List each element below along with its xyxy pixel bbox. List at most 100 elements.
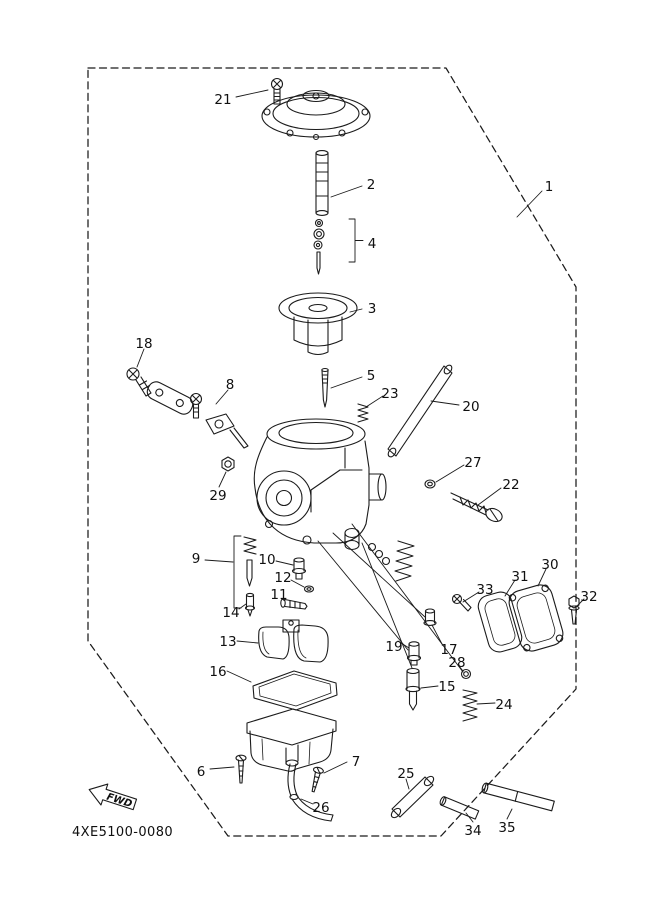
part-nut (221, 456, 235, 472)
part-float-pin-screw (280, 598, 308, 610)
leader-25 (405, 778, 410, 790)
assembly-border (87, 67, 577, 837)
part-cover-screw-33 (451, 593, 472, 612)
callout-31: 31 (511, 569, 528, 585)
part-fuel-hose (390, 775, 435, 819)
part-pilot-screw (450, 492, 503, 523)
leader-29 (218, 471, 227, 488)
part-carburetor-body (253, 418, 387, 551)
callout-7: 7 (352, 754, 361, 770)
leader-34 (465, 812, 474, 823)
callout-2: 2 (367, 177, 376, 193)
leader-22 (477, 487, 502, 506)
leader-18 (136, 348, 145, 368)
part-washer-27 (424, 479, 436, 489)
leader-30 (537, 568, 547, 587)
construction-lines (317, 523, 464, 673)
part-needle-jet-set (233, 535, 257, 609)
parts-drawing (126, 77, 580, 822)
part-cable-bracket (146, 381, 194, 415)
callout-33: 33 (476, 582, 493, 598)
callout-9: 9 (192, 551, 201, 567)
callout-30: 30 (541, 557, 558, 573)
callout-24: 24 (495, 697, 512, 713)
leader-16 (226, 670, 252, 683)
leader-2 (330, 185, 363, 198)
leader-6 (209, 766, 235, 770)
part-bracket-screw (126, 367, 152, 397)
leader-3 (349, 308, 363, 313)
callout-22: 22 (502, 477, 519, 493)
leader-24 (476, 702, 496, 705)
leader-9 (204, 559, 234, 563)
callout-leaders (136, 89, 585, 823)
part-pilot-jet (244, 592, 256, 617)
fwd-label: FWD (105, 792, 133, 811)
callout-34: 34 (464, 823, 481, 839)
leader-12 (290, 579, 305, 588)
leader-13 (236, 640, 259, 644)
callout-15: 15 (438, 679, 455, 695)
part-valve-seat (406, 641, 422, 666)
leader-8 (215, 389, 229, 405)
part-diaphragm-cover (261, 89, 371, 141)
part-spring-24 (462, 689, 478, 722)
leader-5 (330, 376, 363, 389)
part-cover-bolt-32 (568, 595, 580, 625)
part-throttle-spring (394, 540, 415, 582)
part-side-cover (508, 584, 564, 652)
part-spring-small (357, 403, 369, 423)
diagram-code: 4XE5100-0080 (72, 825, 173, 840)
callout-23: 23 (381, 386, 398, 402)
leader-32 (576, 598, 585, 607)
leader-21 (235, 89, 269, 98)
part-drain-hose (287, 763, 334, 822)
callout-1: 1 (545, 179, 554, 195)
leader-19 (397, 640, 410, 649)
callout-28: 28 (448, 655, 465, 671)
part-piston-rod (315, 150, 329, 216)
leader-20 (430, 400, 460, 406)
part-vent-tube (387, 364, 453, 458)
part-cover-gasket (477, 591, 523, 653)
leader-1 (516, 190, 543, 218)
part-starter-lever (189, 392, 249, 449)
callout-14: 14 (222, 605, 239, 621)
callout-17: 17 (440, 642, 457, 658)
callout-13: 13 (219, 634, 236, 650)
leader-33 (462, 591, 480, 603)
part-washer-12 (303, 585, 315, 593)
callout-18: 18 (135, 336, 152, 352)
callout-4: 4 (368, 236, 377, 252)
callout-21: 21 (214, 92, 231, 108)
callout-3: 3 (368, 301, 377, 317)
part-long-tube (481, 782, 555, 812)
part-float-bowl (246, 708, 337, 772)
part-main-nozzle (291, 557, 307, 580)
part-bowl-screw-right (311, 766, 324, 793)
leader-35 (506, 808, 513, 820)
callout-6: 6 (197, 764, 206, 780)
part-joint-tube (439, 796, 480, 820)
part-passage-plugs (367, 542, 391, 566)
part-cover-screw-top (270, 77, 284, 105)
callout-5: 5 (367, 368, 376, 384)
leader-7 (323, 761, 348, 774)
callout-10: 10 (258, 552, 275, 568)
callout-12: 12 (274, 570, 291, 586)
callout-16: 16 (209, 664, 226, 680)
callout-labels: 21 1 2 4 3 5 23 20 18 8 29 27 22 9 10 12… (135, 92, 597, 839)
part-float (258, 619, 329, 663)
callout-8: 8 (226, 377, 235, 393)
part-jet-needle (321, 367, 329, 408)
callout-27: 27 (464, 455, 481, 471)
leader-11 (281, 598, 286, 602)
leader-15 (420, 685, 439, 689)
callout-11: 11 (270, 587, 287, 603)
part-main-jet (423, 608, 437, 626)
callout-20: 20 (462, 399, 479, 415)
leader-27 (435, 464, 465, 483)
fwd-arrow: FWD (88, 783, 138, 811)
callout-29: 29 (209, 488, 226, 504)
